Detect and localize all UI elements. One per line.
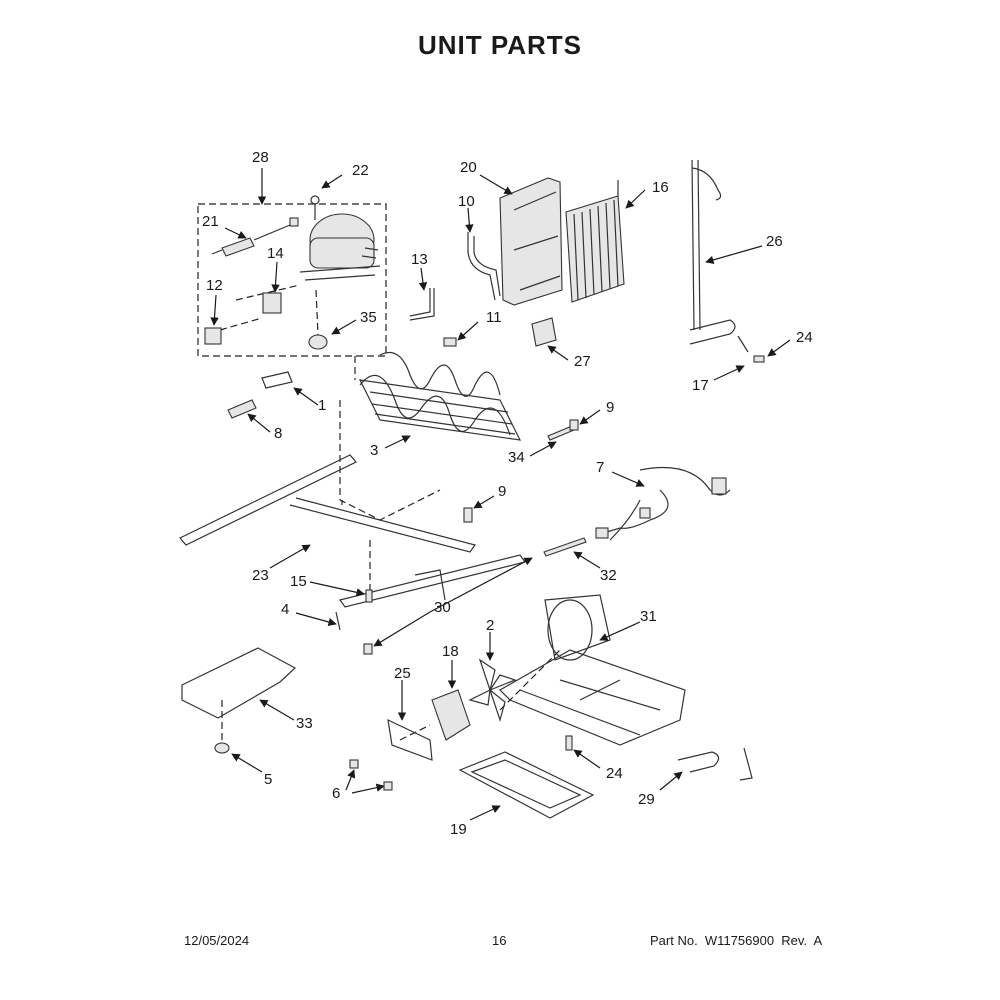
footer-page-number: 16 [492,933,507,948]
motor-bracket-part [387,718,433,761]
callout-11: 11 [486,309,502,326]
fan-blade-part [468,658,517,723]
callout-35: 35 [360,309,377,326]
callout-9-lower: 9 [498,483,506,500]
evaporator-part [565,180,625,303]
callout-12: 12 [206,277,223,294]
spacer-part [261,371,293,389]
wire-harness-part [595,466,731,541]
tubing-part [467,232,501,301]
callout-16: 16 [652,179,669,196]
grommet-part [308,334,328,350]
fan-bracket-part [499,594,686,746]
callout-24-upper: 24 [796,329,813,346]
callout-20: 20 [460,159,477,176]
foot-part [214,742,230,754]
drain-pan-part [458,751,595,819]
capacitor-part [211,217,299,257]
condenser-coil-part [358,351,522,441]
callout-13: 13 [411,251,428,268]
frame-rail-part [179,454,527,608]
callout-5: 5 [264,771,272,788]
screw-part [349,759,359,769]
screw-part [363,643,373,655]
callout-21: 21 [202,213,219,230]
relay-part [262,292,282,314]
callout-15: 15 [290,573,307,590]
screw-part [365,589,373,603]
callout-8: 8 [274,425,282,442]
overload-part [204,327,222,345]
assembly-line [341,356,356,505]
long-screw-part [543,537,587,557]
callout-25: 25 [394,665,411,682]
cover-panel-part [181,647,297,719]
callout-leaders [210,168,791,821]
evaporator-cover-part [499,177,563,306]
drain-heater-part [677,747,753,781]
callout-34: 34 [508,449,525,466]
screw-part [383,781,393,791]
callout-33: 33 [296,715,313,732]
callout-4: 4 [281,601,289,618]
callout-3: 3 [370,442,378,459]
callout-27: 27 [574,353,591,370]
assembly-line [339,400,441,521]
callout-10: 10 [458,193,475,210]
callout-29: 29 [638,791,655,808]
callout-26: 26 [766,233,783,250]
screw-part [565,735,573,751]
callout-24-lower: 24 [606,765,623,782]
footer-date: 12/05/2024 [184,933,250,948]
page-title: UNIT PARTS [417,30,583,60]
callout-30: 30 [434,599,451,616]
callout-28: 28 [252,149,269,166]
screw-part [569,419,579,431]
callout-22: 22 [352,162,369,179]
callout-17: 17 [692,377,709,394]
callout-6: 6 [332,785,340,802]
callout-numbers: 28 22 21 14 12 35 20 10 16 13 11 26 27 2… [202,149,813,838]
callout-14: 14 [267,245,284,262]
compressor-part [299,195,381,281]
bracket-part [335,611,341,631]
callout-18: 18 [442,643,459,660]
callout-1: 1 [318,397,326,414]
callout-32: 32 [600,567,617,584]
pad-part [531,317,557,347]
callout-9-upper: 9 [606,399,614,416]
callout-2: 2 [486,617,494,634]
callout-19: 19 [450,821,467,838]
assembly-line [315,289,319,336]
assembly-line [219,317,263,331]
footer-part-number: Part No. W11756900 Rev. A [650,933,823,948]
screw-part [463,507,473,523]
callout-31: 31 [640,608,657,625]
callout-7: 7 [596,459,604,476]
clip-part [443,337,457,347]
screw-part [753,355,765,363]
callout-23: 23 [252,567,269,584]
tube-part [227,399,257,419]
defrost-harness-part [689,159,749,353]
compressor-kit-box [197,203,387,357]
drain-part [409,288,435,321]
fan-motor-part [431,689,471,741]
